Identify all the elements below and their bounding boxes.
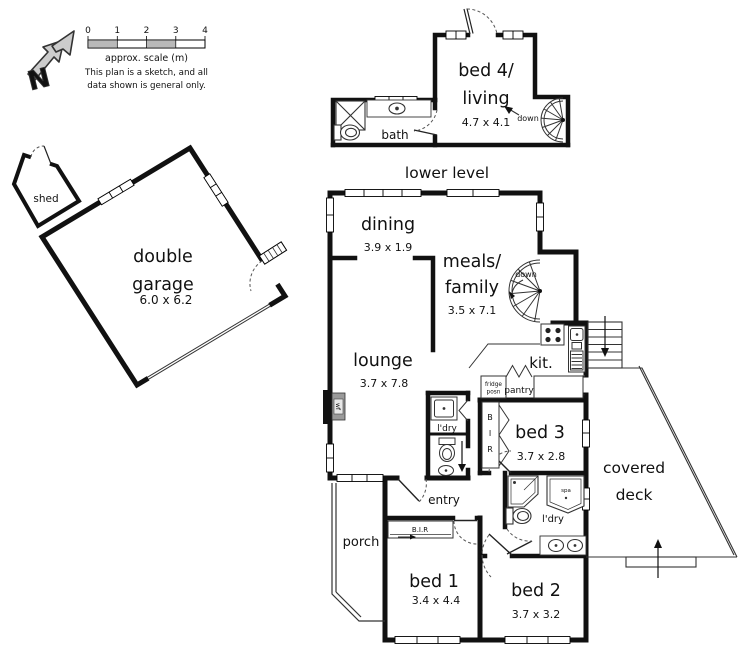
room-label-meals-line2: family — [445, 278, 499, 298]
room-label-bed4-line2: living — [462, 89, 509, 109]
main-spiral-stair — [508, 259, 542, 323]
shed: shed — [11, 145, 82, 229]
bathroom-fixtures — [505, 475, 587, 556]
lower-level-doors — [413, 8, 498, 136]
lower-level-bath-fixtures — [333, 99, 432, 141]
room-dims-bed4: 4.7 x 4.1 — [462, 116, 511, 129]
laundry-small-label: l'dry — [437, 424, 457, 434]
bir-letter-i: I — [489, 429, 491, 438]
room-label-bed2: bed 2 — [511, 581, 561, 601]
north-arrow: N — [24, 30, 75, 98]
pantry-fridge-row — [480, 364, 584, 399]
scale-tick-4: 4 — [202, 26, 208, 36]
deck-outline — [586, 321, 738, 568]
scale-tick-0: 0 — [85, 26, 91, 36]
disclaimer-line2: data shown is general only. — [87, 81, 205, 91]
room-dims-bed2: 3.7 x 3.2 — [512, 608, 561, 621]
scale-bar: 0 1 2 3 4 approx. scale (m) This plan is… — [84, 26, 208, 91]
bir-letter-b: B — [487, 413, 493, 422]
scale-caption: approx. scale (m) — [105, 53, 188, 64]
room-label-dining: dining — [361, 215, 415, 235]
room-label-garage-line2: garage — [132, 275, 194, 295]
room-label-deck-line2: deck — [616, 486, 653, 504]
fridge-label-line2: posn — [487, 390, 501, 396]
down-label-lower: down — [517, 114, 539, 123]
laundry-bath-label: l'dry — [542, 514, 564, 525]
bed3-bir-closet — [481, 401, 510, 469]
room-label-entry: entry — [428, 493, 460, 507]
garage: double garage 6.0 x 6.2 — [38, 144, 289, 389]
room-dims-meals: 3.5 x 7.1 — [448, 304, 497, 317]
room-label-deck-line1: covered — [603, 459, 665, 477]
room-label-meals-line1: meals/ — [443, 252, 502, 272]
room-label-bed4-line1: bed 4/ — [458, 61, 514, 81]
scale-tick-1: 1 — [114, 26, 120, 36]
main-house-internal-walls — [327, 255, 589, 643]
disclaimer-line1: This plan is a sketch, and all — [84, 68, 208, 78]
fridge-label-line1: fridge — [485, 382, 502, 388]
lower-level-spiral-stair — [504, 97, 565, 143]
room-label-garage-line1: double — [133, 247, 193, 267]
lower-level-walls — [330, 32, 571, 148]
scale-tick-3: 3 — [173, 26, 179, 36]
bir-letter-r: R — [487, 445, 493, 454]
room-dims-lounge: 3.7 x 7.8 — [360, 377, 409, 390]
room-label-shed: shed — [33, 193, 58, 205]
room-dims-bed3: 3.7 x 2.8 — [517, 450, 566, 463]
scale-tick-2: 2 — [144, 26, 150, 36]
laundry-wc-block — [430, 396, 466, 476]
room-label-bed1: bed 1 — [409, 572, 459, 592]
bir-closet-label: B.I.R — [412, 526, 428, 534]
porch-outline — [331, 483, 385, 622]
lower-level-caption: lower level — [405, 164, 489, 182]
north-label: N — [25, 63, 53, 97]
deck-arrows — [601, 316, 662, 578]
room-dims-dining: 3.9 x 1.9 — [364, 241, 413, 254]
room-label-lounge: lounge — [353, 351, 413, 371]
pantry-label: pantry — [504, 386, 534, 396]
room-label-kitchen: kit. — [529, 354, 553, 372]
room-label-porch: porch — [343, 535, 380, 550]
wood-fire-unit: wf — [323, 390, 346, 424]
room-dims-bed1: 3.4 x 4.4 — [412, 594, 461, 607]
spa-label: spa — [561, 488, 571, 494]
room-label-bath: bath — [381, 128, 408, 142]
kitchen-fixtures — [468, 323, 586, 373]
down-label-main: down — [515, 270, 537, 279]
main-house-windows — [326, 189, 590, 644]
room-label-bed3: bed 3 — [515, 423, 565, 443]
wf-label: wf — [334, 403, 341, 411]
bed1-bir-closet — [387, 520, 454, 540]
room-dims-garage: 6.0 x 6.2 — [140, 293, 193, 307]
